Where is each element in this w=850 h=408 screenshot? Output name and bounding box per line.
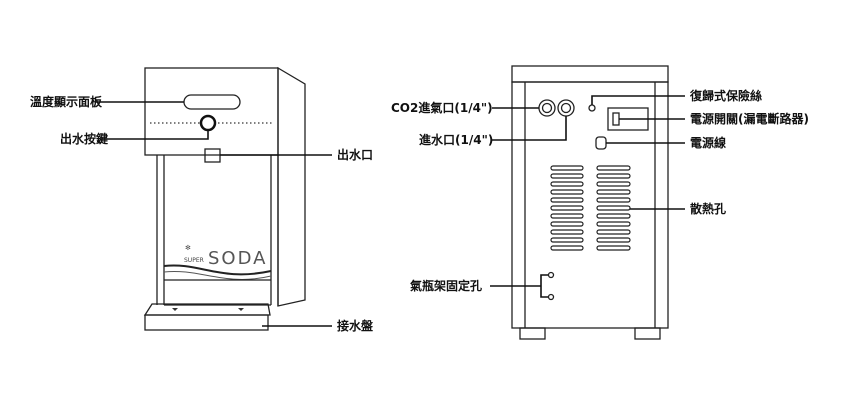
label-cylinder-mount-holes: 氣瓶架固定孔 bbox=[410, 278, 482, 293]
display-panel bbox=[183, 94, 241, 110]
vent-slot bbox=[550, 205, 584, 211]
vent-slot bbox=[596, 213, 631, 219]
dispense-button bbox=[199, 114, 217, 132]
label-water-outlet: 出水口 bbox=[337, 147, 373, 162]
vents bbox=[550, 165, 631, 251]
vent-slot bbox=[550, 189, 584, 195]
front-unit: ✻ SUPER SODA bbox=[143, 66, 306, 331]
label-dispense-button: 出水按鍵 bbox=[60, 131, 108, 146]
label-display-panel: 溫度顯示面板 bbox=[30, 94, 103, 109]
brand-small: SUPER bbox=[184, 257, 204, 264]
top-housing bbox=[144, 67, 279, 156]
label-co2-inlet: CO2進氣口(1/4") bbox=[391, 100, 493, 115]
power-cord bbox=[595, 136, 607, 150]
vent-slot bbox=[550, 237, 584, 243]
water-inlet bbox=[557, 99, 575, 117]
vent-slot bbox=[550, 229, 584, 235]
vent-slot bbox=[550, 173, 584, 179]
vent-slot bbox=[596, 189, 631, 195]
drip-tray-top bbox=[143, 303, 271, 316]
back-panel bbox=[511, 81, 669, 329]
vent-slot bbox=[596, 181, 631, 187]
vent-slot bbox=[596, 237, 631, 243]
snowflake-icon: ✻ bbox=[185, 244, 191, 252]
co2-inlet bbox=[538, 99, 556, 117]
vent-slot bbox=[550, 181, 584, 187]
vent-slot bbox=[550, 213, 584, 219]
vent-slot bbox=[596, 205, 631, 211]
label-drip-tray: 接水盤 bbox=[337, 318, 374, 333]
reset-fuse bbox=[588, 104, 596, 112]
brand-large: SODA bbox=[208, 248, 267, 269]
label-power-cord: 電源線 bbox=[690, 135, 726, 150]
vent-slot bbox=[550, 165, 584, 171]
top-cap bbox=[511, 65, 669, 83]
vent-slot bbox=[596, 173, 631, 179]
vent-slot bbox=[596, 221, 631, 227]
back-unit bbox=[511, 65, 669, 340]
mount-hole bbox=[547, 271, 555, 279]
vent-slot bbox=[550, 221, 584, 227]
mount-hole bbox=[547, 293, 555, 301]
vent-slot bbox=[596, 229, 631, 235]
vent-slot bbox=[550, 197, 584, 203]
vent-slot bbox=[550, 245, 584, 251]
drip-tray bbox=[144, 314, 269, 331]
vent-slot bbox=[596, 165, 631, 171]
vent-slot bbox=[596, 197, 631, 203]
label-power-switch: 電源開關(漏電斷路器) bbox=[690, 111, 809, 126]
label-reset-fuse: 復歸式保險絲 bbox=[689, 88, 762, 103]
label-water-inlet: 進水口(1/4") bbox=[419, 132, 493, 147]
vent-slot bbox=[596, 245, 631, 251]
side-panel bbox=[277, 66, 306, 307]
label-vents: 散熱孔 bbox=[690, 201, 726, 216]
